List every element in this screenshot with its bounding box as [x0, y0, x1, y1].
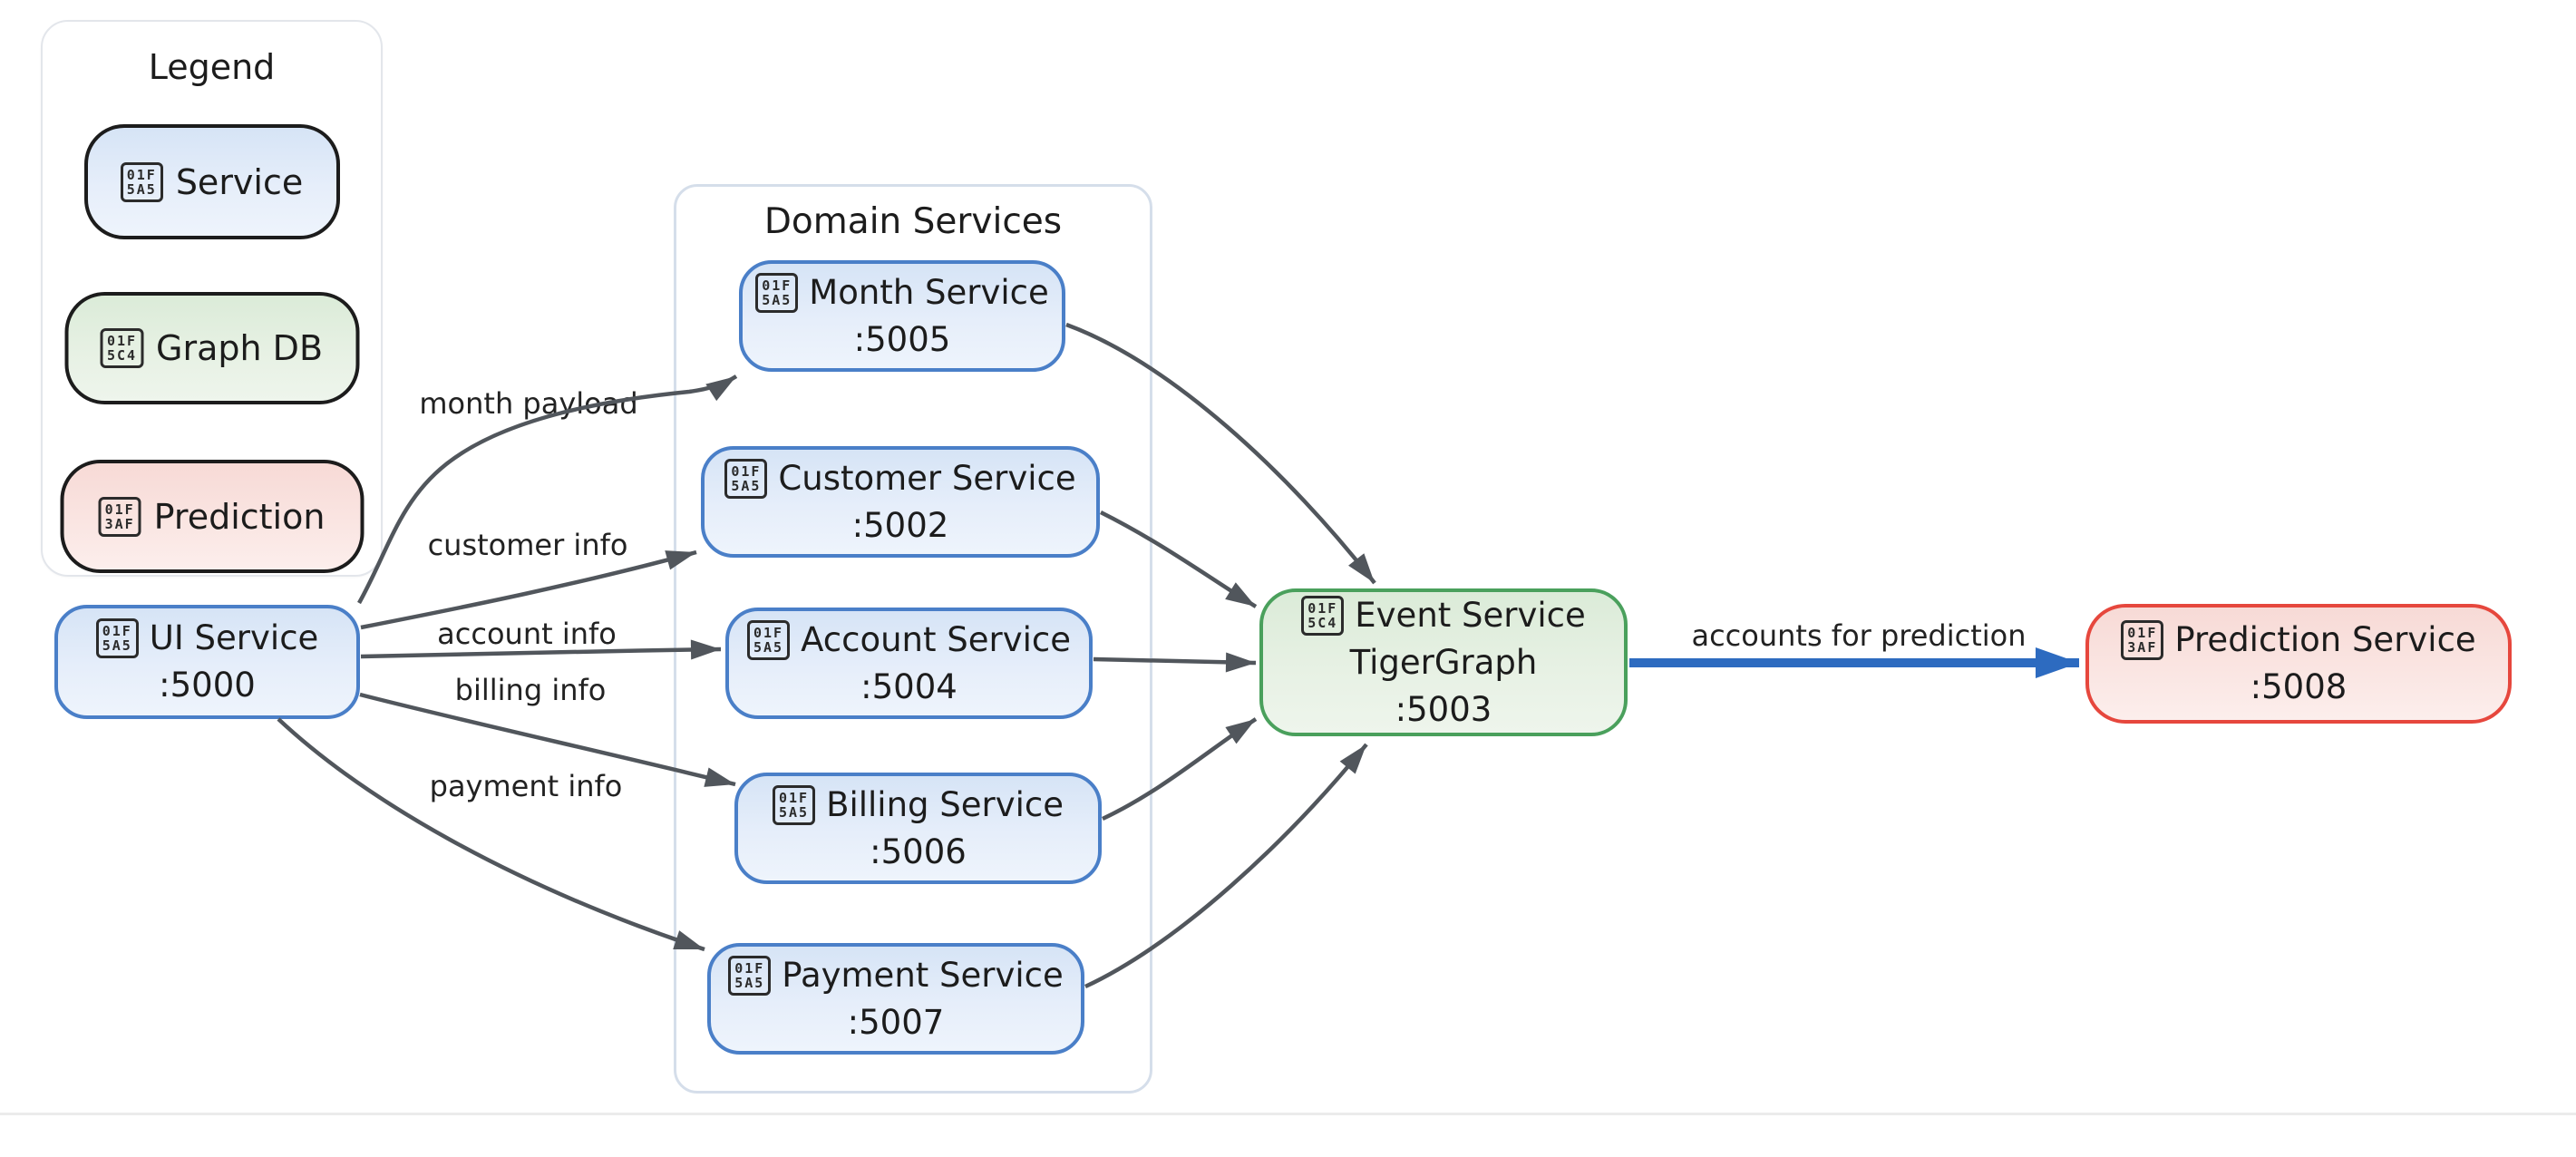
node-billing-port: :5006 — [870, 831, 967, 871]
node-payment-service: 01F 5A5 Payment Service :5007 — [707, 943, 1084, 1055]
target-emoji-tofu-icon: 01F 3AF — [2121, 620, 2164, 660]
edge-label-account-info: account info — [437, 617, 617, 651]
node-billing-name: Billing Service — [826, 784, 1064, 824]
node-customer-name: Customer Service — [778, 458, 1076, 498]
edge-label-month-payload: month payload — [419, 386, 638, 421]
node-prediction-name: Prediction Service — [2174, 620, 2476, 659]
legend-label-service: Service — [175, 161, 304, 202]
node-month-port: :5005 — [853, 319, 951, 359]
node-month-service: 01F 5A5 Month Service :5005 — [739, 260, 1065, 372]
file-cabinet-emoji-tofu-icon: 01F 5C4 — [100, 328, 144, 368]
node-customer-service: 01F 5A5 Customer Service :5002 — [701, 446, 1100, 558]
node-billing-service: 01F 5A5 Billing Service :5006 — [734, 773, 1102, 884]
legend-label-graph-db: Graph DB — [156, 328, 324, 368]
node-event-port: :5003 — [1395, 689, 1492, 729]
legend-item-service: 01F 5A5 Service — [83, 124, 340, 239]
desktop-computer-emoji-tofu-icon: 01F 5A5 — [724, 458, 768, 499]
legend-item-graph-db: 01F 5C4 Graph DB — [64, 292, 359, 404]
node-prediction-port: :5008 — [2250, 667, 2348, 706]
edge-label-customer-info: customer info — [427, 528, 628, 562]
node-month-name: Month Service — [809, 272, 1049, 312]
edge-label-billing-info: billing info — [454, 673, 607, 707]
desktop-computer-emoji-tofu-icon: 01F 5A5 — [95, 618, 139, 658]
legend-title: Legend — [148, 47, 276, 87]
cluster-title: Domain Services — [763, 201, 1063, 242]
desktop-computer-emoji-tofu-icon: 01F 5A5 — [120, 161, 163, 202]
file-cabinet-emoji-tofu-icon: 01F 5C4 — [1301, 595, 1345, 636]
desktop-computer-emoji-tofu-icon: 01F 5A5 — [755, 272, 799, 313]
edge-label-payment-info: payment info — [429, 769, 623, 803]
bottom-divider-line — [0, 1113, 2576, 1115]
node-payment-name: Payment Service — [782, 955, 1064, 995]
desktop-computer-emoji-tofu-icon: 01F 5A5 — [772, 784, 816, 825]
node-event-subtitle: TigerGraph — [1349, 642, 1538, 682]
node-payment-port: :5007 — [847, 1002, 945, 1042]
legend-label-prediction: Prediction — [153, 496, 326, 537]
node-customer-port: :5002 — [851, 505, 949, 545]
node-account-name: Account Service — [801, 619, 1071, 659]
node-ui-port: :5000 — [159, 666, 256, 705]
legend-panel: Legend 01F 5A5 Service 01F 5C4 Graph DB … — [41, 20, 383, 577]
desktop-computer-emoji-tofu-icon: 01F 5A5 — [728, 955, 772, 996]
edge-ui-to-payment — [277, 717, 705, 952]
node-event-name: Event Service — [1355, 595, 1586, 635]
edge-label-accounts-for-prediction: accounts for prediction — [1691, 618, 2027, 653]
target-emoji-tofu-icon: 01F 3AF — [98, 496, 141, 537]
node-ui-service: 01F 5A5 UI Service :5000 — [54, 605, 360, 719]
node-account-service: 01F 5A5 Account Service :5004 — [725, 608, 1093, 719]
node-ui-name: UI Service — [149, 618, 319, 657]
legend-item-prediction: 01F 3AF Prediction — [60, 460, 364, 573]
node-account-port: :5004 — [860, 666, 957, 706]
node-prediction-service: 01F 3AF Prediction Service :5008 — [2085, 604, 2512, 724]
node-event-service: 01F 5C4 Event Service TigerGraph :5003 — [1259, 588, 1628, 736]
desktop-computer-emoji-tofu-icon: 01F 5A5 — [747, 619, 791, 660]
